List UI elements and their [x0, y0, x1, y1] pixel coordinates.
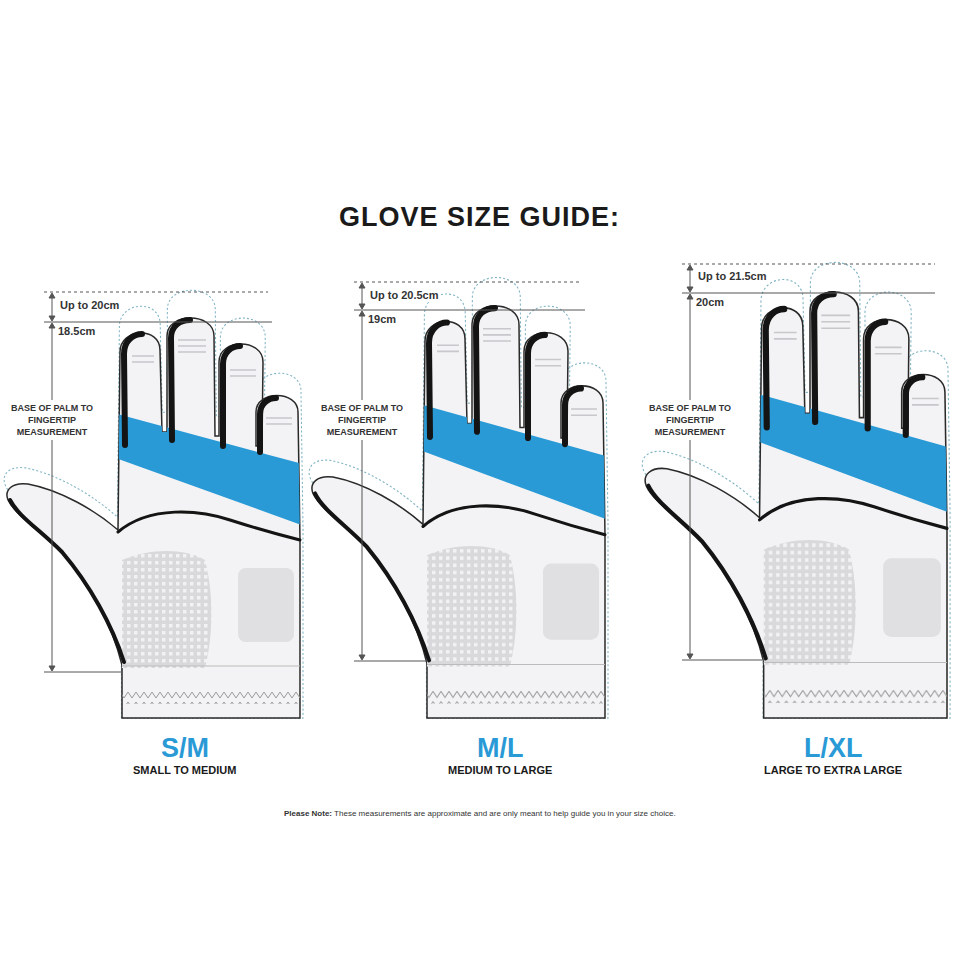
size-code: M/L: [477, 733, 524, 764]
measurement-note: BASE OF PALM TO FINGERTIP MEASUREMENT: [314, 400, 410, 440]
size-name: SMALL TO MEDIUM: [133, 764, 236, 776]
footnote: Please Note: These measurements are appr…: [284, 809, 676, 818]
size-name: MEDIUM TO LARGE: [448, 764, 552, 776]
measurement-note: BASE OF PALM TO FINGERTIP MEASUREMENT: [642, 400, 738, 440]
title: GLOVE SIZE GUIDE:: [339, 202, 620, 233]
size-code: L/XL: [804, 733, 863, 764]
size-code: S/M: [161, 733, 209, 764]
glove-sm: [4, 290, 312, 718]
dimension: 18.5cm: [56, 325, 97, 337]
dimension: Up to 20.5cm: [368, 289, 440, 301]
glove-lxl: [642, 262, 959, 718]
measure-lines: [44, 264, 935, 672]
dimension: Up to 21.5cm: [696, 270, 768, 282]
note-text: These measurements are approximate and a…: [334, 809, 676, 818]
dimension: 19cm: [366, 313, 398, 325]
measurement-note: BASE OF PALM TO FINGERTIP MEASUREMENT: [4, 400, 100, 440]
dimension: Up to 20cm: [58, 299, 121, 311]
size-name: LARGE TO EXTRA LARGE: [764, 764, 902, 776]
dimension: 20cm: [694, 296, 726, 308]
glove-ml: [309, 277, 617, 718]
note-heading: Please Note:: [284, 809, 332, 818]
